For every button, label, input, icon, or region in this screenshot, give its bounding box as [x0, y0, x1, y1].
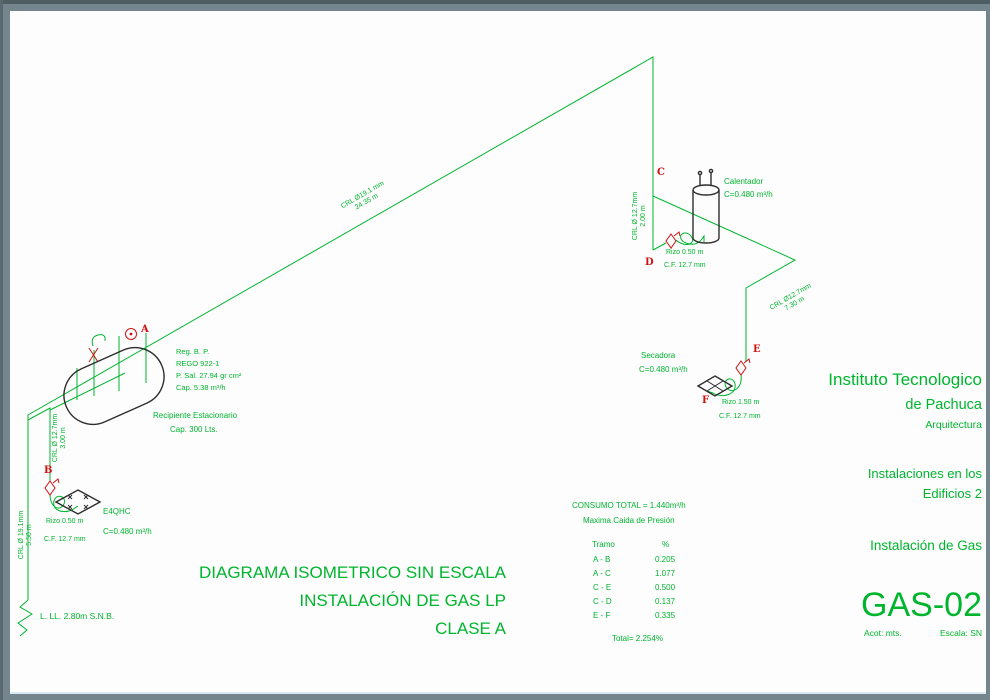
pipe-length: 2.00 m [640, 205, 647, 227]
drawing-title-line3: CLASE A [435, 619, 506, 638]
pipe-length: 3.00 m [60, 427, 67, 449]
consumption-grand-total: Total= 2.254% [612, 634, 663, 643]
table-row-tramo: C - D [593, 597, 612, 606]
node-label-a: A [141, 324, 149, 335]
table-row-pct: 0.500 [655, 583, 676, 592]
table-row-tramo: A - B [593, 555, 611, 564]
pipe-break-icon [17, 599, 33, 637]
tank-fitting-ticks [76, 333, 147, 400]
window-left-edge [0, 0, 3, 700]
tank-valve-icon [88, 347, 99, 363]
tank-capacity-label: Cap. 300 Lts. [170, 425, 218, 434]
pipe-branch-b [27, 407, 51, 482]
gauge-icon [125, 328, 137, 340]
pipe-length: 5.50 m [26, 524, 33, 546]
dryer-flow-label: C=0.480 m³/h [639, 365, 688, 374]
regulator-line3: P. Sal. 27.94 gr cm² [176, 371, 242, 380]
gauge-needle-dot [129, 332, 133, 336]
regulator-label: Reg. B. P. REGO 922-1 P. Sal. 27.94 gr c… [176, 346, 241, 394]
dimension-note: Acot: mts. [864, 628, 902, 638]
column-header-pct: % [662, 540, 670, 549]
consumption-subtitle: Maxima Caida de Presión [583, 516, 675, 525]
dryer-cf-label: C.F. 12.7 mm [719, 413, 761, 420]
node-label-c: C [657, 167, 665, 178]
tank-name-label: Recipiente Estacionario [153, 411, 238, 420]
org-name-line2: de Pachuca [905, 397, 982, 413]
table-row-pct: 0.335 [655, 611, 676, 620]
node-label-e: E [753, 344, 761, 355]
dryer-rizo-label: Rizo 1.50 m [722, 399, 760, 406]
pipe-diameter: CRL Ø 12.7mm [632, 191, 639, 241]
node-label-b: B [44, 465, 53, 476]
rizo-coil-b-icon [49, 493, 79, 513]
table-row-pct: 0.205 [655, 555, 676, 564]
ground-level-label: L. LL. 2.80m S.N.B. [40, 611, 115, 621]
table-row-pct: 0.137 [655, 597, 676, 606]
table-row-tramo: C - E [593, 583, 612, 592]
water-heater-symbol [692, 168, 720, 244]
tank-symbol [63, 346, 165, 426]
scale-note: Escala: SN [939, 628, 982, 638]
sheet-code: GAS-02 [861, 586, 982, 624]
rizo-coil-f-icon [706, 374, 742, 397]
table-row-pct: 1.077 [655, 569, 676, 578]
pipe-label-b-drop: CRL Ø 12.7mm 3.00 m [52, 393, 68, 483]
stove-flow-label: C=0.480 m³/h [103, 527, 152, 536]
regulator-line2: REGO 922-1 [176, 359, 220, 368]
heater-rizo-label: Rizo 0.50 m [666, 249, 704, 256]
pipe-parallel-service [49, 372, 126, 411]
node-label-d: D [645, 257, 654, 268]
stove-rizo-label: Rizo 0.50 m [46, 518, 84, 525]
org-department: Arquitectura [925, 419, 982, 431]
valve-icon-e [735, 358, 751, 376]
valve-icon-d [665, 231, 681, 249]
dryer-name-label: Secadora [641, 351, 676, 360]
node-label-f: F [702, 395, 710, 406]
table-row-tramo: A - C [593, 569, 611, 578]
drawing-title-line2: INSTALACIÓN DE GAS LP [299, 591, 506, 610]
pipe-label-cd: CRL Ø 12.7mm 2.00 m [632, 171, 648, 261]
drawing-sheet [10, 11, 986, 694]
project-line1: Instalaciones en los [867, 466, 982, 481]
dryer-symbol [696, 375, 734, 397]
heater-name-label: Calentador [724, 177, 764, 186]
table-row-tramo: E - F [593, 611, 611, 620]
pipe-diameter: CRL Ø 19.1mm [18, 510, 25, 560]
stove-cf-label: C.F. 12.7 mm [44, 536, 86, 543]
regulator-line1: Reg. B. P. [176, 347, 210, 356]
window-top-edge [0, 0, 990, 4]
stove-symbol [54, 489, 102, 515]
column-header-tramo: Tramo [592, 540, 615, 549]
project-line2: Edificios 2 [922, 486, 982, 501]
pipe-label-riser: CRL Ø 19.1mm 5.50 m [18, 490, 34, 580]
pigtail-icon [91, 334, 106, 347]
pipe-diameter: CRL Ø 12.7mm [52, 413, 59, 463]
pipe-branch-ce [652, 195, 797, 362]
valve-icon-b [44, 478, 60, 496]
sheet-subject: Instalación de Gas [870, 538, 982, 553]
regulator-line4: Cap. 5.38 m³/h [176, 383, 226, 392]
stove-name-label: E4QHC [103, 507, 131, 516]
heater-flow-label: C=0.480 m³/h [724, 190, 773, 199]
consumption-total: CONSUMO TOTAL = 1.440m³/h [572, 501, 686, 510]
pipe-main-run [27, 56, 654, 600]
org-name-line1: Instituto Tecnologico [828, 370, 982, 389]
drawing-title-line1: DIAGRAMA ISOMETRICO SIN ESCALA [198, 563, 506, 582]
heater-cf-label: C.F. 12.7 mm [664, 262, 706, 269]
